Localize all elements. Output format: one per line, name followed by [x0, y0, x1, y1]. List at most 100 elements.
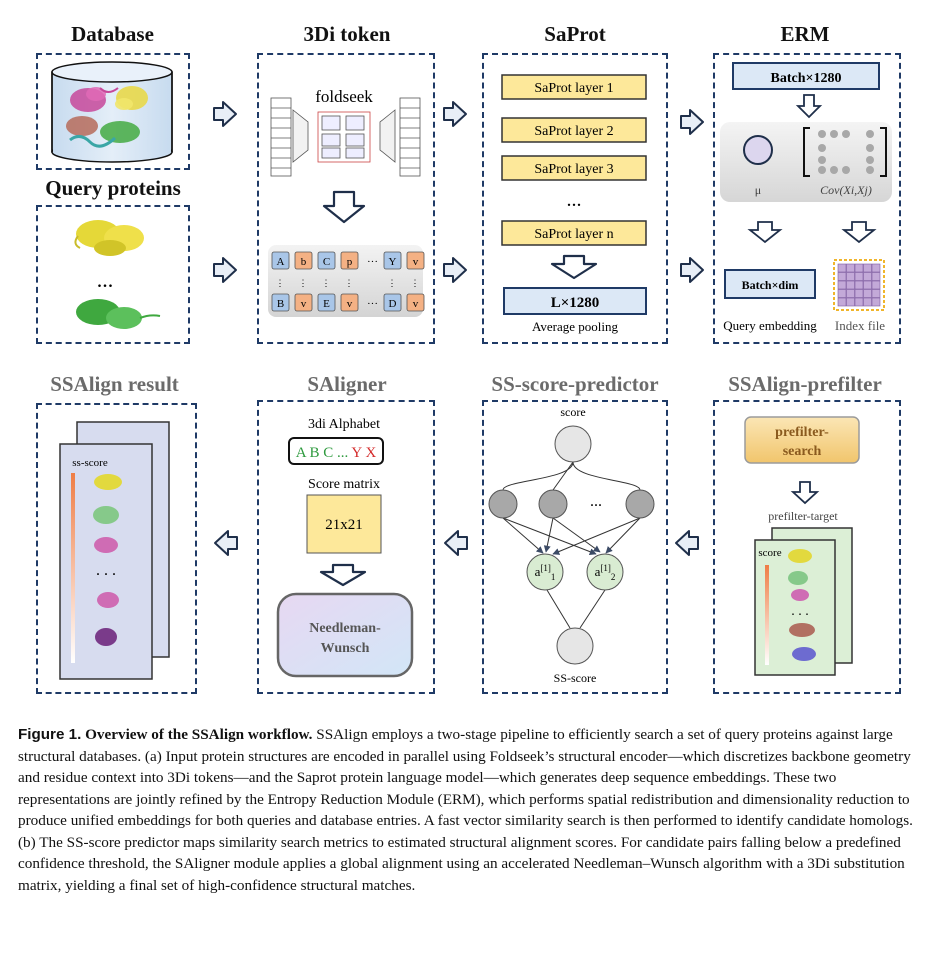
index-cell — [871, 280, 881, 290]
index-file-grid-icon — [833, 259, 885, 311]
ss-score-label: SS-score — [554, 671, 597, 685]
mu-circle — [743, 135, 773, 165]
token-cell — [383, 251, 402, 270]
query-embedding-label: Query embedding — [723, 318, 817, 333]
needleman-wunsch-box — [276, 592, 414, 678]
token-vertical-dots: ⋮ — [388, 278, 397, 288]
prefilter-score-label: score — [758, 547, 781, 559]
index-cell — [837, 289, 847, 298]
prefilter-search-line2: search — [783, 444, 822, 459]
database-protein-structures — [66, 86, 148, 148]
alphabet-box — [288, 437, 384, 465]
flow-left-arrows — [214, 530, 699, 556]
node-a2 — [586, 553, 624, 591]
prefilter-title: SSAlign-prefilter — [728, 372, 882, 396]
token-vertical-dots: ⋮ — [322, 278, 331, 288]
index-cell — [863, 280, 872, 290]
index-cell — [837, 280, 847, 290]
token-cell — [317, 251, 336, 270]
saprot-dots: ... — [567, 189, 582, 211]
saprot-output-box — [503, 287, 647, 315]
token-cell — [340, 293, 359, 312]
erm-batch-input: Batch×1280 — [771, 71, 842, 86]
saprot-down-arrow-icon — [550, 254, 598, 280]
saprot-title: SaProt — [544, 22, 606, 46]
token-vertical-dots: ⋮ — [345, 278, 354, 288]
token-cell — [271, 293, 290, 312]
score-matrix-label: Score matrix — [308, 477, 380, 492]
cov-dot — [830, 166, 838, 174]
hidden-dots: ... — [590, 493, 602, 510]
saprot-layer-box — [501, 117, 647, 143]
result-score-label: ss-score — [72, 457, 108, 469]
prefilter-down-arrow-icon — [790, 481, 820, 505]
token-title: 3Di token — [303, 22, 391, 46]
left-arrow-icon — [444, 530, 468, 556]
erm-batch-output-box — [724, 269, 816, 299]
saligner-down-arrow-icon — [319, 563, 367, 587]
mu-label: μ — [755, 183, 761, 197]
cov-dot — [818, 166, 826, 174]
index-cell — [837, 297, 847, 307]
token-letter: v — [301, 298, 307, 310]
prefilter-search-line1: prefilter- — [775, 425, 829, 440]
token-cell — [406, 251, 425, 270]
caption-figure-label: Figure 1. — [18, 726, 82, 743]
database-cylinder-icon — [51, 61, 173, 163]
index-file-label: Index file — [835, 318, 885, 333]
svg-text:. . .: . . . — [96, 562, 116, 579]
token-letter: p — [347, 256, 353, 268]
token-letter: b — [301, 256, 307, 268]
token-vertical-dots: ⋮ — [276, 278, 285, 288]
cov-dot — [866, 166, 874, 174]
token-cell — [294, 293, 313, 312]
query-protein-yellow — [74, 220, 144, 256]
index-cell — [846, 263, 855, 273]
cov-dot — [830, 130, 838, 138]
cov-dot — [818, 144, 826, 152]
query-proteins-title: Query proteins — [45, 176, 181, 200]
ss-score-node — [556, 627, 594, 665]
saprot-layer-box — [501, 220, 647, 246]
predictor-network-edges — [502, 461, 641, 629]
saprot-output-dim: L×1280 — [551, 295, 600, 311]
cov-dot — [818, 130, 826, 138]
hidden-node-2 — [538, 489, 568, 519]
predictor-score-label: score — [560, 405, 585, 419]
hidden-node-1 — [488, 489, 518, 519]
erm-batch-input-box — [732, 62, 880, 90]
flow-right-arrows — [213, 101, 704, 283]
foldseek-network-diagram — [270, 97, 421, 177]
token-letter: ··· — [367, 298, 378, 310]
index-cell — [863, 297, 872, 307]
token-letter: C — [323, 256, 330, 268]
token-letter: A — [277, 256, 285, 268]
right-arrow-icon — [213, 101, 237, 127]
cov-dot — [842, 166, 850, 174]
query-protein-green — [76, 299, 161, 329]
saprot-layer-label: SaProt layer 2 — [534, 124, 613, 139]
hidden-node-n — [625, 489, 655, 519]
svg-text:. . .: . . . — [791, 604, 809, 619]
result-score-bar — [71, 473, 75, 663]
predictor-title: SS-score-predictor — [491, 372, 659, 396]
token-cell — [294, 251, 313, 270]
left-arrow-icon — [675, 530, 699, 556]
erm-left-down-arrow-icon — [747, 221, 783, 244]
token-letter: B — [277, 298, 284, 310]
token-cell — [340, 251, 359, 270]
index-cell — [871, 297, 881, 307]
index-cell — [837, 263, 847, 273]
score-node — [554, 425, 592, 463]
erm-batch-output: Batch×dim — [742, 278, 799, 292]
average-pooling-label: Average pooling — [532, 319, 619, 334]
prefilter-ranked-structures: . . . — [788, 549, 816, 661]
token-letter: v — [347, 298, 353, 310]
cov-dot — [842, 130, 850, 138]
right-arrow-icon — [680, 109, 704, 135]
node-a2-label: a[1]2 — [595, 563, 616, 582]
right-arrow-icon — [680, 257, 704, 283]
token-letter: v — [413, 298, 419, 310]
